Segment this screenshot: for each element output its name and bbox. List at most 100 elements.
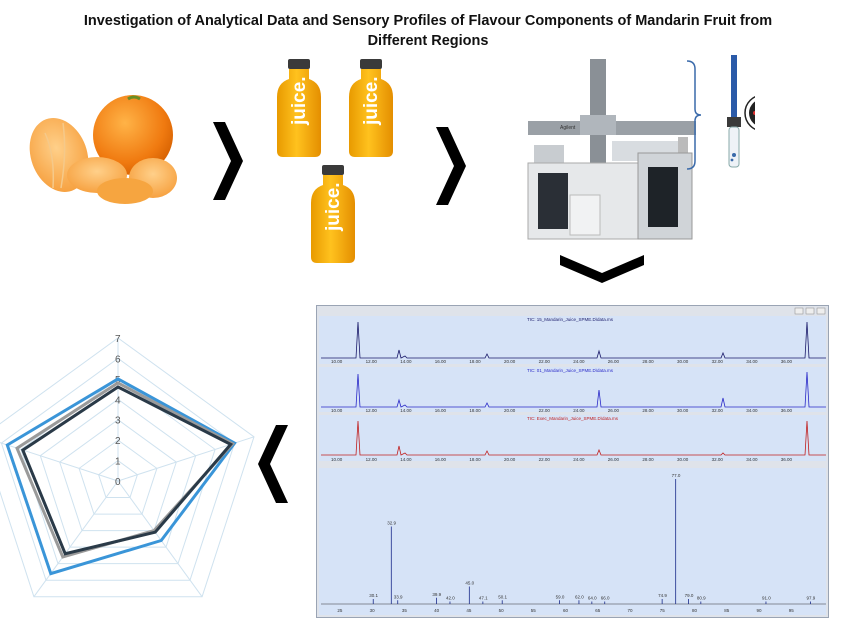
- time-tick-label: 10.00: [331, 457, 343, 462]
- gcms-instrument-image: Agilent: [527, 55, 755, 240]
- time-tick-label: 22.00: [539, 359, 551, 364]
- time-tick-label: 32.00: [712, 359, 724, 364]
- time-tick-label: 30.00: [677, 457, 689, 462]
- radar-grid-ring: [0, 337, 255, 598]
- svg-text:Agilent: Agilent: [560, 125, 576, 131]
- time-tick-label: 28.00: [642, 359, 654, 364]
- time-tick-label: 34.00: [746, 457, 758, 462]
- radar-spoke: [117, 480, 203, 597]
- radar-grid-ring: [20, 378, 216, 565]
- time-tick-label: 16.00: [435, 359, 447, 364]
- down-chevron-icon: [560, 255, 644, 283]
- radar-tick-label: 1: [115, 457, 121, 468]
- peak-label: 42.0: [446, 596, 455, 601]
- time-tick-label: 30.00: [677, 359, 689, 364]
- juice-label: juice.: [361, 76, 382, 126]
- radar-tick-label: 4: [115, 395, 121, 406]
- time-tick-label: 26.00: [608, 457, 620, 462]
- radar-tick-label: 6: [115, 354, 121, 365]
- juice-label: juice.: [289, 76, 310, 126]
- time-tick-label: 18.00: [469, 408, 481, 413]
- spectrum-axis-tick: 60: [563, 608, 569, 613]
- spectrum-axis-tick: 50: [499, 608, 505, 613]
- time-tick-label: 14.00: [400, 457, 412, 462]
- time-tick-label: 28.00: [642, 408, 654, 413]
- tic-trace-1: TIC: 15_Mandarin_Juice_SPME.D\data.ms: [319, 316, 826, 364]
- time-tick-label: 26.00: [608, 408, 620, 413]
- time-tick-label: 24.00: [573, 359, 585, 364]
- right-chevron-icon: [213, 122, 243, 200]
- gcms-chromatogram-panel: TIC: 15_Mandarin_Juice_SPME.D\data.ms TI…: [316, 305, 829, 618]
- time-tick-label: 20.00: [504, 408, 516, 413]
- time-tick-label: 20.00: [504, 457, 516, 462]
- peak-label: 77.0: [672, 473, 681, 478]
- juice-bottle-2: juice.: [349, 59, 393, 157]
- time-tick-label: 26.00: [608, 359, 620, 364]
- radar-series-line: [20, 385, 234, 556]
- peak-label: 97.9: [806, 596, 815, 601]
- peak-label: 30.1: [369, 593, 378, 598]
- time-tick-label: 12.00: [366, 408, 378, 413]
- radar-tick-label: 0: [115, 477, 121, 488]
- radar-spoke: [33, 480, 119, 597]
- tic-trace-3: TIC: Exec_Mandarin_Juice_SPME.D\data.ms: [319, 415, 826, 461]
- spectrum-axis-tick: 25: [337, 608, 343, 613]
- time-tick-label: 10.00: [331, 408, 343, 413]
- right-chevron-icon: [436, 127, 466, 205]
- spectrum-axis-tick: 45: [466, 608, 472, 613]
- chromatogram-and-spectrum: TIC: 15_Mandarin_Juice_SPME.D\data.ms TI…: [319, 307, 826, 615]
- time-tick-label: 16.00: [435, 457, 447, 462]
- spectrum-axis-tick: 40: [434, 608, 440, 613]
- time-tick-label: 12.00: [366, 359, 378, 364]
- peak-label: 62.0: [575, 594, 584, 599]
- radar-series: [5, 377, 237, 576]
- time-tick-label: 24.00: [573, 457, 585, 462]
- tic-trace-2: TIC: 01_Mandarin_Juice_SPME.D\data.ms: [319, 367, 826, 412]
- time-tick-label: 20.00: [504, 359, 516, 364]
- time-tick-label: 32.00: [712, 457, 724, 462]
- radar-grid-ring: [78, 439, 158, 515]
- time-tick-label: 34.00: [746, 408, 758, 413]
- close-button[interactable]: [816, 307, 826, 315]
- time-tick-label: 22.00: [539, 457, 551, 462]
- mandarin-fruit-image: [29, 95, 177, 204]
- time-tick-label: 36.00: [781, 457, 793, 462]
- minimize-button[interactable]: [794, 307, 804, 315]
- radar-grid-ring: [59, 419, 177, 532]
- spectrum-axis-tick: 90: [757, 608, 763, 613]
- time-tick-label: 28.00: [642, 457, 654, 462]
- spectrum-axis-tick: 85: [724, 608, 730, 613]
- radar-grid-ring: [98, 459, 138, 498]
- trace-title: TIC: Exec_Mandarin_Juice_SPME.D\data.ms: [527, 416, 619, 421]
- radar-grid-ring: [39, 398, 197, 548]
- peak-label: 39.9: [432, 592, 441, 597]
- time-tick-label: 18.00: [469, 457, 481, 462]
- peak-label: 32.9: [387, 521, 396, 526]
- trace-title: TIC: 15_Mandarin_Juice_SPME.D\data.ms: [527, 317, 614, 322]
- page-title: Investigation of Analytical Data and Sen…: [40, 11, 816, 51]
- time-tick-label: 30.00: [677, 408, 689, 413]
- spectrum-axis-tick: 75: [660, 608, 666, 613]
- radar-grid-ring: [0, 357, 236, 581]
- time-tick-label: 16.00: [435, 408, 447, 413]
- peak-label: 66.0: [601, 596, 610, 601]
- radar-tick-label: 2: [115, 436, 121, 447]
- radar-series-line: [5, 377, 237, 576]
- peak-label: 64.0: [588, 596, 597, 601]
- title-line-1: Investigation of Analytical Data and Sen…: [83, 13, 773, 29]
- peak-label: 74.9: [658, 593, 667, 598]
- time-tick-label: 24.00: [573, 408, 585, 413]
- maximize-button[interactable]: [805, 307, 815, 315]
- radar-tick-label: 3: [115, 416, 121, 427]
- left-chevron-icon: [258, 425, 288, 503]
- peak-label: 47.1: [479, 596, 488, 601]
- trace-title: TIC: 01_Mandarin_Juice_SPME.D\data.ms: [527, 368, 614, 373]
- title-line-2: Different Regions: [367, 33, 489, 49]
- time-tick-label: 18.00: [469, 359, 481, 364]
- spectrum-axis-tick: 55: [531, 608, 537, 613]
- time-tick-label: 36.00: [781, 408, 793, 413]
- radar-spoke: [0, 442, 119, 482]
- spectrum-axis-tick: 30: [370, 608, 376, 613]
- peak-label: 91.0: [762, 596, 771, 601]
